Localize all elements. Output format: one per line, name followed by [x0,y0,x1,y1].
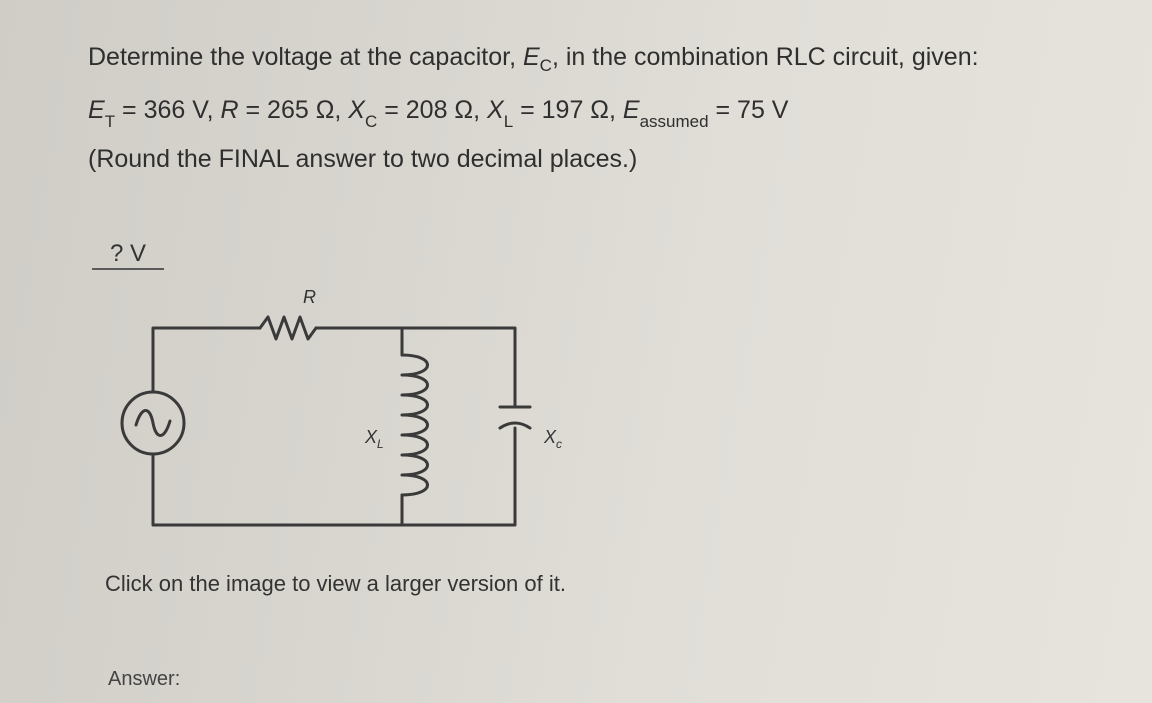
question-line-1: Determine the voltage at the capacitor, … [88,42,979,75]
inductor-label-var: X [364,427,378,447]
resistor-label: R [303,287,316,307]
inductor-label-sub: L [377,437,384,451]
capacitor-label: Xc [543,427,562,451]
resistor-zigzag [258,315,318,341]
circuit-wire-bottom [151,426,517,527]
et-var: E [88,96,105,124]
answer-blank[interactable]: ? V [92,240,164,270]
et-value: = 366 V, [115,96,221,124]
xl-value: = 197 Ω, [513,96,623,124]
question-line-3: (Round the FINAL answer to two decimal p… [88,145,638,173]
ec-var: E [522,43,540,71]
xc-var: X [348,96,365,124]
answer-label: Answer: [108,668,181,690]
xl-var: X [487,96,504,124]
question-line-2: ET = 366 V, R = 265 Ω, XC = 208 Ω, XL = … [88,95,789,131]
ac-source-icon [120,390,186,456]
et-sub: T [104,112,116,131]
inductor-coil [400,353,429,497]
question-prefix: Determine the voltage at the capacitor, [88,43,523,71]
ea-value: = 75 V [708,96,789,124]
ea-var: E [622,96,640,124]
ec-sub: C [539,56,552,75]
xc-value: = 208 Ω, [377,96,487,124]
xl-sub: L [503,112,514,131]
capacitor-label-sub: c [556,437,562,451]
r-var: R [220,96,239,124]
xc-sub: C [364,112,378,131]
circuit-wire-top-right [314,326,517,409]
circuit-diagram[interactable]: R XL Xc [100,275,580,535]
ea-sub: assumed [639,112,709,131]
inductor-label: XL [364,427,384,451]
circuit-wire-top-left [151,326,262,394]
capacitor-plate-bottom [498,421,532,430]
question-suffix: , in the combination RLC circuit, given: [551,43,979,71]
r-value: = 265 Ω, [238,96,349,124]
enlarge-caption: Click on the image to view a larger vers… [105,571,566,596]
capacitor-label-var: X [543,427,557,447]
